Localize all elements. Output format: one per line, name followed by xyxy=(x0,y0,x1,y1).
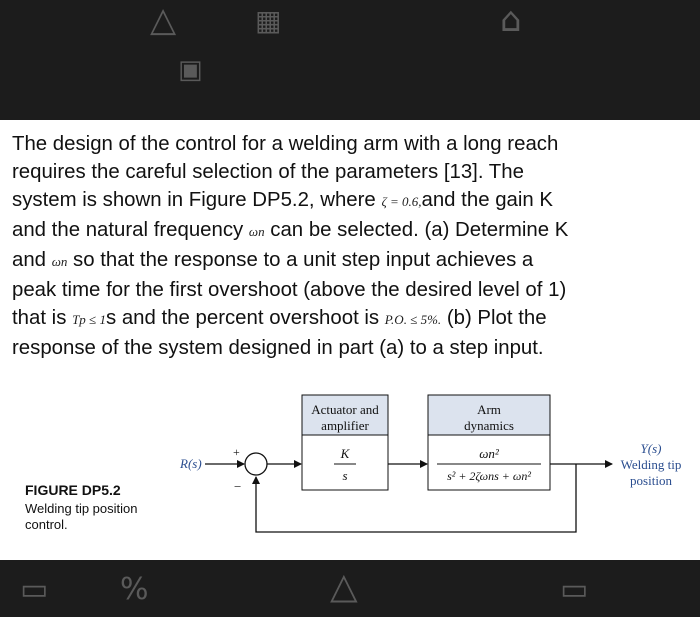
actuator-amplifier-block: Actuator and amplifier K s xyxy=(301,394,389,491)
flask-icon-bottom: △ xyxy=(330,566,358,607)
problem-line: and ωn so that the response to a unit st… xyxy=(12,249,534,271)
wn-symbol: ωn xyxy=(51,254,68,269)
wn-symbol: ωn xyxy=(248,224,265,239)
arm-dynamics-block: Arm dynamics ωn² s² + 2ζωns + ωn² xyxy=(427,394,551,491)
minus-sign: − xyxy=(234,479,241,494)
background-band-top xyxy=(0,0,700,120)
problem-line: requires the careful selection of the pa… xyxy=(12,161,524,183)
problem-line: that is Tp ≤ 1s and the percent overshoo… xyxy=(12,307,547,329)
problem-statement: The design of the control for a welding … xyxy=(12,130,698,362)
grid-icon: ▦ xyxy=(255,4,282,37)
figure-title: FIGURE DP5.2 xyxy=(25,482,121,498)
input-label: R(s) xyxy=(179,456,202,471)
problem-card: The design of the control for a welding … xyxy=(0,120,700,560)
transfer-numerator: ωn² xyxy=(479,446,500,461)
percent-icon: % xyxy=(120,572,149,607)
background-band-bottom xyxy=(0,560,700,617)
ruler-icon-bottom: ▭ xyxy=(560,572,589,607)
frame-icon: ▣ xyxy=(178,55,203,85)
zeta-value: ζ = 0.6, xyxy=(381,194,422,209)
problem-line: peak time for the first overshoot (above… xyxy=(12,279,567,301)
peak-time-spec: Tp ≤ 1 xyxy=(72,312,106,327)
block-title: amplifier xyxy=(321,418,369,433)
transfer-numerator: K xyxy=(340,446,351,461)
problem-line: and the natural frequency ωn can be sele… xyxy=(12,219,569,241)
block-title: Arm xyxy=(477,402,501,417)
problem-line: The design of the control for a welding … xyxy=(12,133,559,155)
feedback-path xyxy=(252,464,577,533)
figure-caption: FIGURE DP5.2 Welding tip position contro… xyxy=(25,482,175,533)
transfer-denominator: s xyxy=(342,468,347,483)
output-label: position xyxy=(630,473,672,488)
output-label: Welding tip xyxy=(621,457,682,472)
output-label: Y(s) xyxy=(641,441,662,456)
problem-line: system is shown in Figure DP5.2, where ζ… xyxy=(12,189,554,211)
block-title: Actuator and xyxy=(311,402,379,417)
ruler-icon: ▭ xyxy=(20,572,49,607)
block-diagram: R(s) + − Actuator and amplifier K s Arm … xyxy=(179,394,682,533)
flask-icon: ⌂ xyxy=(500,0,522,40)
transfer-denominator: s² + 2ζωns + ωn² xyxy=(447,469,531,483)
block-title: dynamics xyxy=(464,418,514,433)
triangle-icon: △ xyxy=(150,0,177,40)
summing-junction xyxy=(244,452,268,476)
overshoot-spec: P.O. ≤ 5%. xyxy=(384,312,442,327)
plus-sign: + xyxy=(233,445,240,459)
problem-line: response of the system designed in part … xyxy=(12,337,544,359)
figure-subtitle: Welding tip position control. xyxy=(25,501,138,532)
